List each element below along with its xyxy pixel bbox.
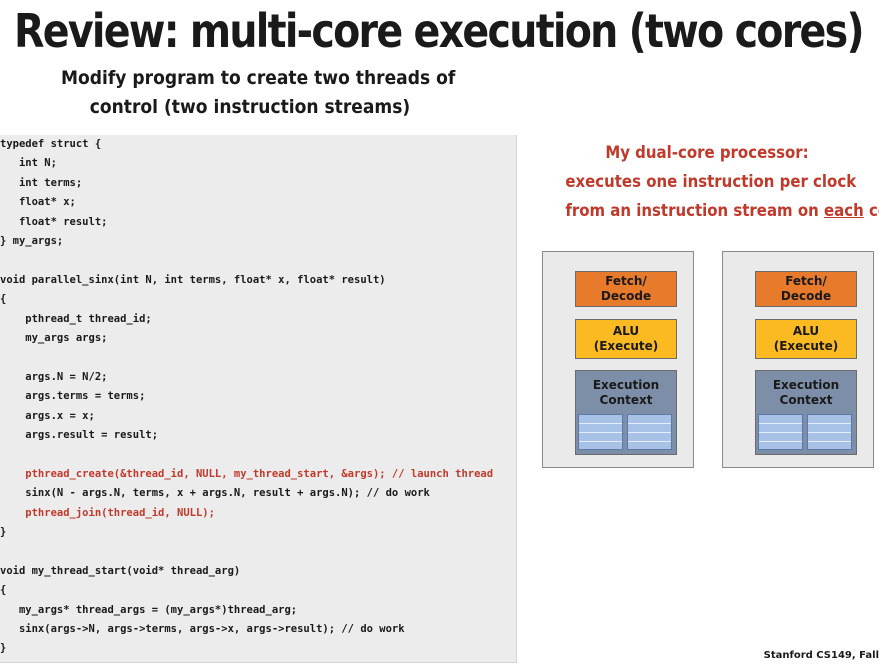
- slide-footer: Stanford CS149, Fall: [763, 650, 879, 661]
- code-line: args.x = x;: [0, 409, 95, 422]
- slide-title: Review: multi-core execution (two cores): [14, 4, 865, 58]
- register-bank: [578, 414, 623, 450]
- block-label: Decode: [600, 289, 652, 303]
- code-line: float* x;: [0, 196, 76, 209]
- code-line: int N;: [0, 157, 57, 170]
- code-line: float* result;: [0, 215, 108, 228]
- core-diagram: Fetch/ Decode ALU (Execute) Execution Co…: [542, 251, 694, 468]
- caption-text: from an instruction stream on: [565, 201, 824, 221]
- block-label: Execution: [772, 378, 840, 392]
- code-line: }: [0, 526, 7, 538]
- caption-emphasis: each: [823, 201, 864, 221]
- caption-line: executes one instruction per clock: [565, 172, 857, 192]
- code-line: } my_args;: [0, 235, 64, 247]
- register-file: [758, 414, 854, 450]
- block-label: (Execute): [773, 339, 839, 353]
- code-line: {: [0, 584, 7, 597]
- block-label: Execution: [592, 378, 660, 392]
- subtitle-line: Modify program to create two threads of: [61, 67, 456, 89]
- code-line: sinx(args->N, args->terms, args->x, args…: [0, 623, 405, 635]
- alu-block: ALU (Execute): [575, 319, 677, 359]
- fetch-decode-block: Fetch/ Decode: [575, 271, 677, 307]
- core-diagram: Fetch/ Decode ALU (Execute) Execution Co…: [722, 251, 874, 468]
- slide-subtitle: Modify program to create two threads of …: [61, 64, 456, 122]
- code-line: args.N = N/2;: [0, 370, 108, 383]
- register-bank: [758, 414, 803, 450]
- code-line: args.result = result;: [0, 429, 159, 441]
- block-label: Decode: [780, 289, 832, 303]
- execution-context-block: Execution Context: [575, 370, 677, 455]
- code-line: int terms;: [0, 176, 83, 189]
- register-bank: [627, 414, 672, 450]
- block-label: (Execute): [593, 339, 659, 353]
- code-line: void parallel_sinx(int N, int terms, flo…: [0, 273, 386, 286]
- register-bank: [807, 414, 852, 450]
- code-line: {: [0, 293, 7, 306]
- code-line: my_args* thread_args = (my_args*)thread_…: [0, 603, 298, 616]
- code-listing: typedef struct { int N; int terms; float…: [0, 135, 517, 663]
- alu-block: ALU (Execute): [755, 319, 857, 359]
- code-line: }: [0, 642, 7, 655]
- execution-context-block: Execution Context: [755, 370, 857, 455]
- code-line: typedef struct {: [0, 138, 102, 150]
- block-label: Fetch/: [785, 274, 827, 288]
- caption-line: from an instruction stream on each core.: [565, 197, 879, 226]
- block-label: Context: [779, 393, 833, 407]
- fetch-decode-block: Fetch/ Decode: [755, 271, 857, 307]
- code-line: pthread_create(&thread_id, NULL, my_thre…: [0, 467, 494, 480]
- code-line: sinx(N - args.N, terms, x + args.N, resu…: [0, 487, 430, 500]
- code-line: my_args args;: [0, 332, 108, 344]
- code-line: args.terms = terms;: [0, 390, 146, 403]
- caption-text: core.: [868, 201, 879, 221]
- block-label: Fetch/: [605, 274, 647, 288]
- caption-line: My dual-core processor:: [605, 143, 809, 163]
- register-file: [578, 414, 674, 450]
- block-label: ALU: [792, 324, 820, 338]
- code-line: pthread_t thread_id;: [0, 312, 152, 325]
- block-label: Context: [599, 393, 653, 407]
- block-label: ALU: [612, 324, 640, 338]
- processor-caption: My dual-core processor: executes one ins…: [546, 139, 879, 226]
- code-line: pthread_join(thread_id, NULL);: [0, 506, 215, 519]
- code-line: void my_thread_start(void* thread_arg): [0, 564, 241, 577]
- subtitle-line: control (two instruction streams): [89, 96, 411, 118]
